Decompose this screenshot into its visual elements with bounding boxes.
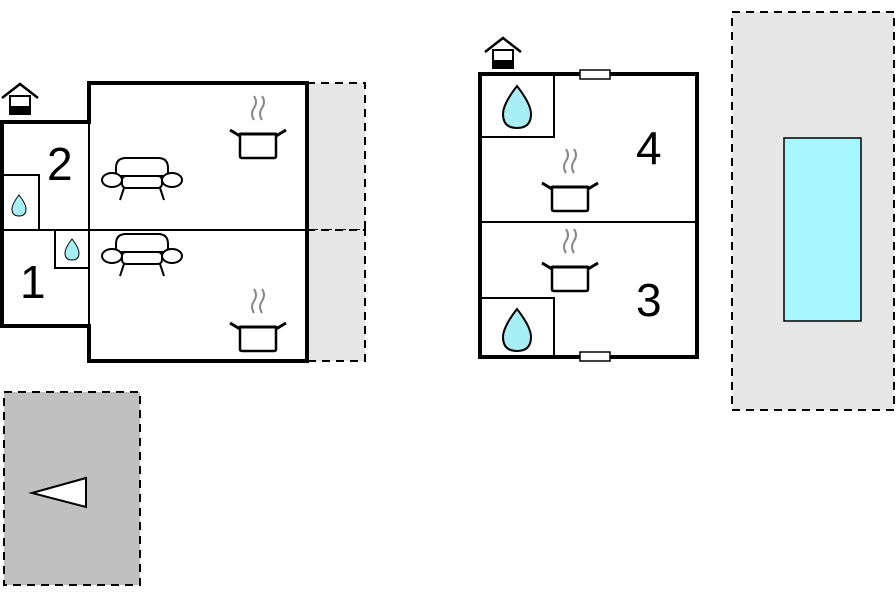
water-drop-icon (11, 194, 27, 217)
water-drop-icon (502, 308, 532, 352)
window-icon (579, 351, 611, 362)
terrace-upper (306, 82, 366, 231)
cooking-pot-icon (228, 287, 288, 353)
building-right (478, 69, 699, 362)
building-left (0, 81, 309, 363)
unit-number-2: 2 (47, 138, 73, 190)
unit-number-1: 1 (20, 256, 46, 308)
unit-number-3: 3 (636, 274, 662, 326)
window-icon (579, 69, 611, 80)
unit-number-4: 4 (636, 122, 662, 174)
terrace-lower (306, 229, 366, 362)
water-drop-icon (502, 85, 532, 129)
sofa-icon (101, 233, 183, 277)
swimming-pool (783, 137, 862, 322)
house-icon (0, 82, 40, 116)
compass-arrow-icon (28, 476, 87, 509)
house-icon (483, 36, 523, 70)
cooking-pot-icon (540, 147, 600, 213)
water-drop-icon (64, 238, 80, 261)
cooking-pot-icon (228, 94, 288, 160)
sofa-icon (101, 157, 183, 201)
cooking-pot-icon (540, 227, 600, 293)
